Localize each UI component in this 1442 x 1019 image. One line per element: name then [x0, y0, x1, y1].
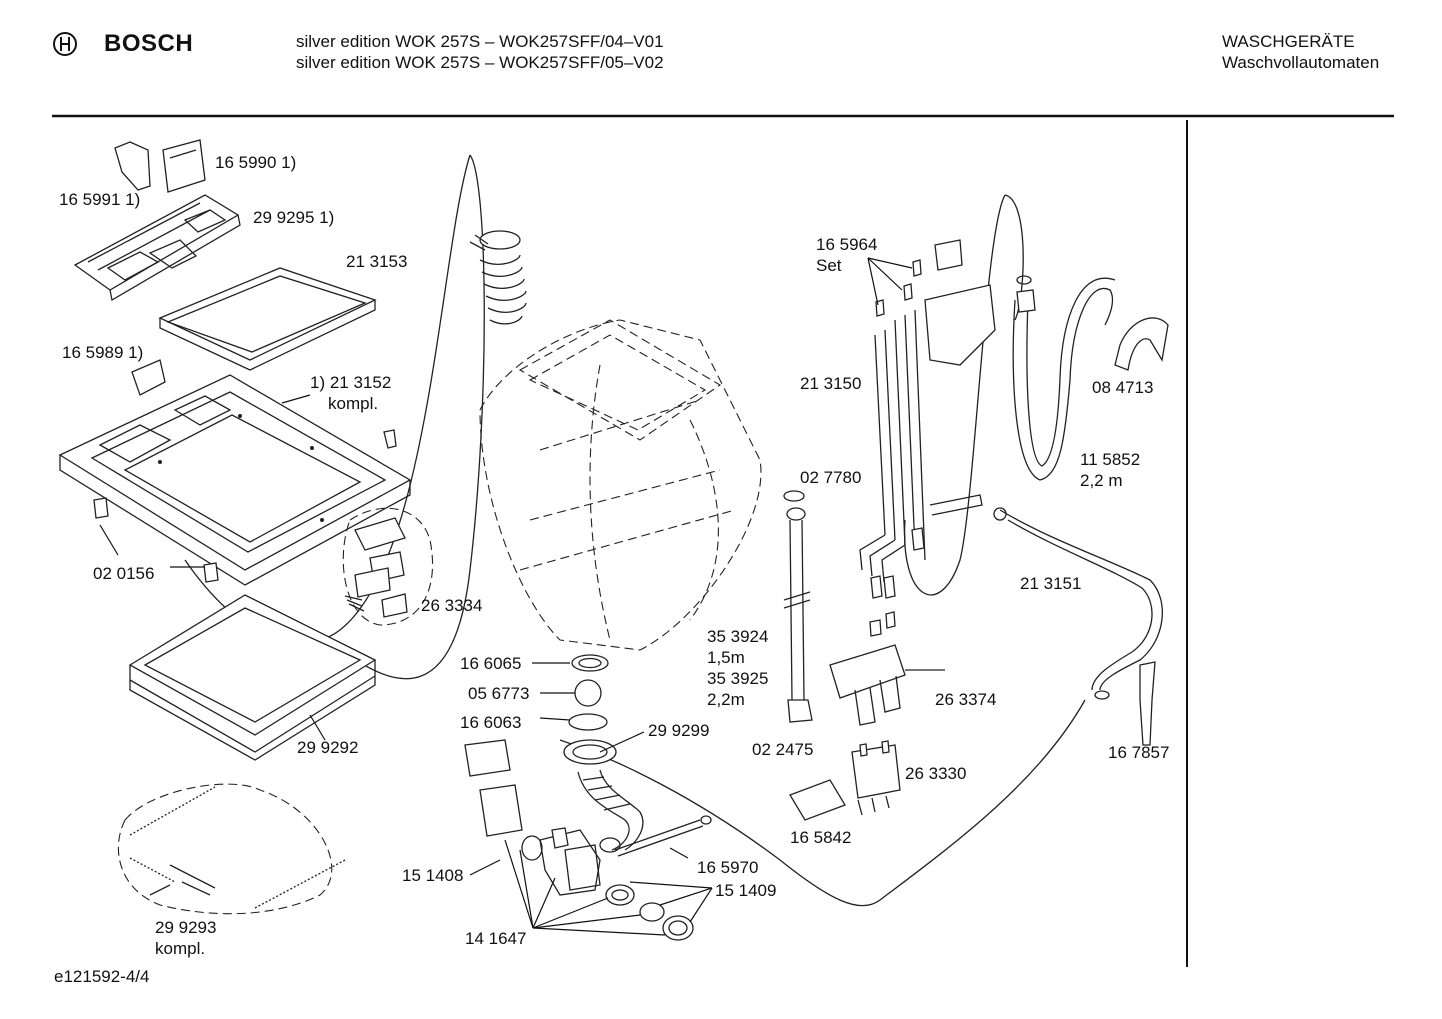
- part-label-151408: 15 1408: [402, 866, 464, 885]
- clip-part: [131, 359, 166, 396]
- part-label-263330: 26 3330: [905, 764, 967, 783]
- valve-caps-165964: [875, 259, 922, 317]
- part-label-165964-note: Set: [816, 256, 842, 275]
- part-label-141647: 14 1647: [465, 929, 527, 948]
- part-label-056773: 05 6773: [468, 684, 530, 703]
- inlet-pipe-assembly-213150: [859, 239, 996, 599]
- category-line-2: Waschvollautomaten: [1222, 53, 1380, 72]
- bellows-hose: [469, 230, 527, 325]
- part-label-299299: 29 9299: [648, 721, 710, 740]
- category-line-1: WASCHGERÄTE: [1222, 32, 1355, 51]
- part-label-213150: 21 3150: [800, 374, 862, 393]
- part-label-353925-length: 2,2m: [707, 690, 745, 709]
- outer-tub: [479, 319, 762, 651]
- part-label-213152: 1) 21 3152: [310, 373, 392, 392]
- part-label-299295: 29 9295 1): [253, 208, 335, 227]
- part-label-263374: 26 3374: [935, 690, 997, 709]
- model-line-2: silver edition WOK 257S – WOK257SFF/05–V…: [296, 53, 664, 72]
- part-label-353925: 35 3925: [707, 669, 769, 688]
- part-label-263334: 26 3334: [421, 596, 483, 615]
- pump-motor-151408: [464, 739, 523, 837]
- seal-166065: [571, 654, 609, 672]
- valve-263374: [829, 611, 945, 726]
- part-label-022475: 02 2475: [752, 740, 814, 759]
- part-label-165970: 16 5970: [697, 858, 759, 877]
- valve-263330: [851, 740, 901, 816]
- door-lock-assembly: [344, 517, 408, 618]
- inlet-hose-353924: [783, 490, 813, 723]
- part-label-165842: 16 5842: [790, 828, 852, 847]
- seal-ring: [521, 835, 543, 861]
- brand-name: BOSCH: [104, 30, 194, 57]
- gasket-ring-299292: [128, 594, 377, 761]
- part-label-353924: 35 3924: [707, 627, 769, 646]
- hose-213151: [993, 507, 1163, 700]
- part-label-166065: 16 6065: [460, 654, 522, 673]
- filter-parts-151409: [605, 884, 694, 941]
- hose-bracket-084713: [1114, 317, 1169, 371]
- part-label-020156: 02 0156: [93, 564, 155, 583]
- part-label-165989: 16 5989 1): [62, 343, 144, 362]
- part-label-167857: 16 7857: [1108, 743, 1170, 762]
- part-label-213152-note: kompl.: [328, 394, 379, 413]
- model-line-1: silver edition WOK 257S – WOK257SFF/04–V…: [296, 32, 664, 51]
- top-cover-frame: [58, 374, 412, 586]
- part-label-115852: 11 5852: [1080, 450, 1141, 469]
- capacitor-165842: [789, 779, 846, 821]
- part-label-353924-length: 1,5m: [707, 648, 745, 667]
- part-label-165990: 16 5990 1): [215, 153, 297, 172]
- part-label-213151: 21 3151: [1020, 574, 1082, 593]
- part-label-084713: 08 4713: [1092, 378, 1154, 397]
- part-label-299293: 29 9293: [155, 918, 217, 937]
- detergent-drawer: [73, 194, 241, 302]
- screw-part: [383, 429, 397, 449]
- ball-056773: [574, 679, 602, 707]
- part-label-027780: 02 7780: [800, 468, 862, 487]
- part-label-166063: 16 6063: [460, 713, 522, 732]
- drain-hose-299299: [563, 739, 644, 851]
- drawing-id: e121592-4/4: [54, 967, 150, 986]
- part-label-213153: 21 3153: [346, 252, 408, 271]
- clip-020156-a: [93, 497, 109, 519]
- part-label-299292: 29 9292: [297, 738, 359, 757]
- part-label-151409: 15 1409: [715, 881, 777, 900]
- bosch-logo-icon: [52, 31, 78, 62]
- part-label-165964: 16 5964: [816, 235, 878, 254]
- part-label-115852-length: 2,2 m: [1080, 471, 1123, 490]
- leader-lines: [99, 257, 913, 936]
- ring-166063: [568, 713, 608, 731]
- drawer-handle-part: [114, 139, 206, 193]
- drain-hose-115852: [1012, 275, 1116, 481]
- part-label-165991: 16 5991 1): [59, 190, 141, 209]
- spring-kit-299293: [117, 783, 346, 915]
- clip-167857: [1139, 661, 1156, 746]
- clip-020156-b: [203, 562, 219, 583]
- small-hose-165970: [614, 819, 704, 857]
- part-label-299293-note: kompl.: [155, 939, 206, 958]
- drawer-housing: [158, 267, 377, 371]
